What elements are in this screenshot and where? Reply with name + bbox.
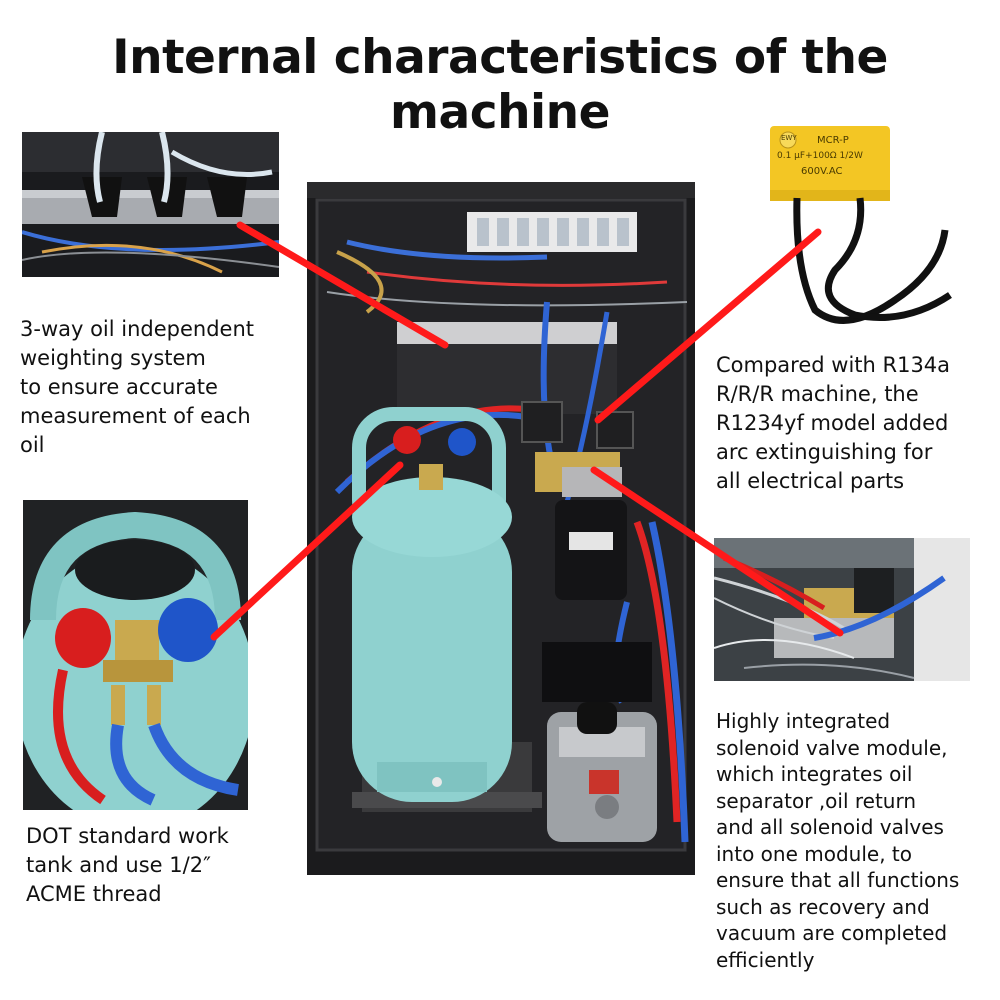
- caption-line: ACME thread: [26, 882, 162, 906]
- caption-line: ensure that all functions: [716, 868, 960, 892]
- solenoid-module-photo: [714, 538, 970, 681]
- caption-line: to ensure accurate: [20, 375, 218, 399]
- tank-valve-photo: [23, 500, 248, 810]
- caption-line: which integrates oil: [716, 762, 913, 786]
- caption-line: tank and use 1/2″: [26, 853, 211, 877]
- caption-line: arc extinguishing for: [716, 440, 933, 464]
- caption-line: R/R/R machine, the: [716, 382, 919, 406]
- capacitor-photo: EWY MCR-P 0.1 μF+100Ω 1/2W 600V.AC: [755, 120, 955, 335]
- caption-line: and all solenoid valves: [716, 815, 944, 839]
- caption-line: vacuum are completed: [716, 921, 948, 945]
- caption-line: into one module, to: [716, 841, 912, 866]
- caption-line: efficiently: [716, 947, 815, 972]
- capacitor-spec-label: 0.1 μF+100Ω 1/2W: [777, 151, 863, 161]
- caption-line: Compared with R134a: [716, 353, 951, 377]
- caption-line: weighting system: [20, 346, 206, 370]
- caption-solenoid-module: Highly integrated solenoid valve module,…: [716, 708, 959, 973]
- caption-line: all electrical parts: [716, 469, 905, 493]
- page-title: Internal characteristics of the machine: [112, 30, 888, 140]
- weighting-system-photo: [22, 132, 279, 277]
- caption-weighting-system: 3-way oil independent weighting system t…: [20, 315, 254, 460]
- capacitor-voltage-label: 600V.AC: [801, 166, 843, 177]
- caption-line: measurement of each: [20, 404, 251, 428]
- caption-dot-tank: DOT standard work tank and use 1/2″ ACME…: [26, 822, 229, 909]
- caption-line: such as recovery and: [716, 894, 930, 919]
- caption-line: oil: [20, 433, 45, 457]
- caption-line: R1234yf model added: [716, 411, 949, 435]
- main-machine-photo: [307, 182, 695, 875]
- caption-line: Highly integrated: [716, 709, 891, 733]
- caption-arc-extinguishing: Compared with R134a R/R/R machine, the R…: [716, 351, 950, 496]
- caption-line: solenoid valve module,: [716, 735, 948, 760]
- capacitor-brand-label: EWY: [781, 134, 797, 142]
- caption-line: DOT standard work: [26, 824, 229, 848]
- caption-line: 3-way oil independent: [20, 317, 255, 341]
- caption-line: separator ,oil return: [716, 788, 917, 813]
- capacitor-model-label: MCR-P: [817, 135, 849, 146]
